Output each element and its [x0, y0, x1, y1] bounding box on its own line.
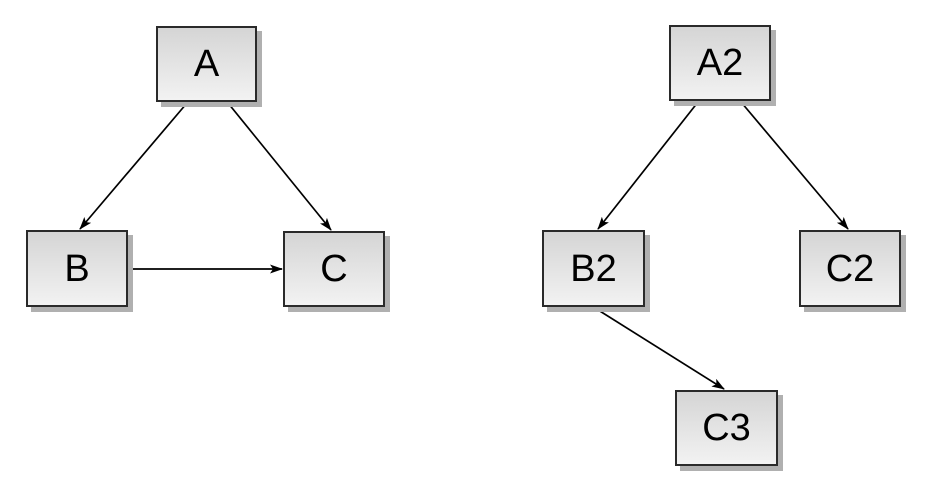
node-C2[interactable]: C2	[799, 230, 901, 307]
node-C3[interactable]: C3	[675, 390, 778, 466]
node-C[interactable]: C	[283, 231, 385, 307]
node-label: A2	[696, 42, 744, 84]
node-label: A	[193, 43, 220, 85]
node-label: B	[64, 247, 90, 290]
node-label: C	[320, 248, 348, 290]
edge-group	[79, 101, 849, 390]
edge-A-B	[79, 102, 188, 230]
edge-A2-B2	[597, 101, 699, 230]
edge-A2-C2	[740, 101, 849, 230]
node-label: B2	[570, 247, 617, 290]
node-A[interactable]: A	[156, 26, 257, 102]
node-label: C2	[825, 247, 875, 290]
node-label: C3	[702, 407, 751, 449]
node-B2[interactable]: B2	[542, 230, 645, 307]
edge-A-C	[227, 102, 332, 231]
edge-B2-C3	[594, 307, 725, 390]
node-B[interactable]: B	[26, 230, 128, 307]
node-A2[interactable]: A2	[669, 25, 771, 101]
